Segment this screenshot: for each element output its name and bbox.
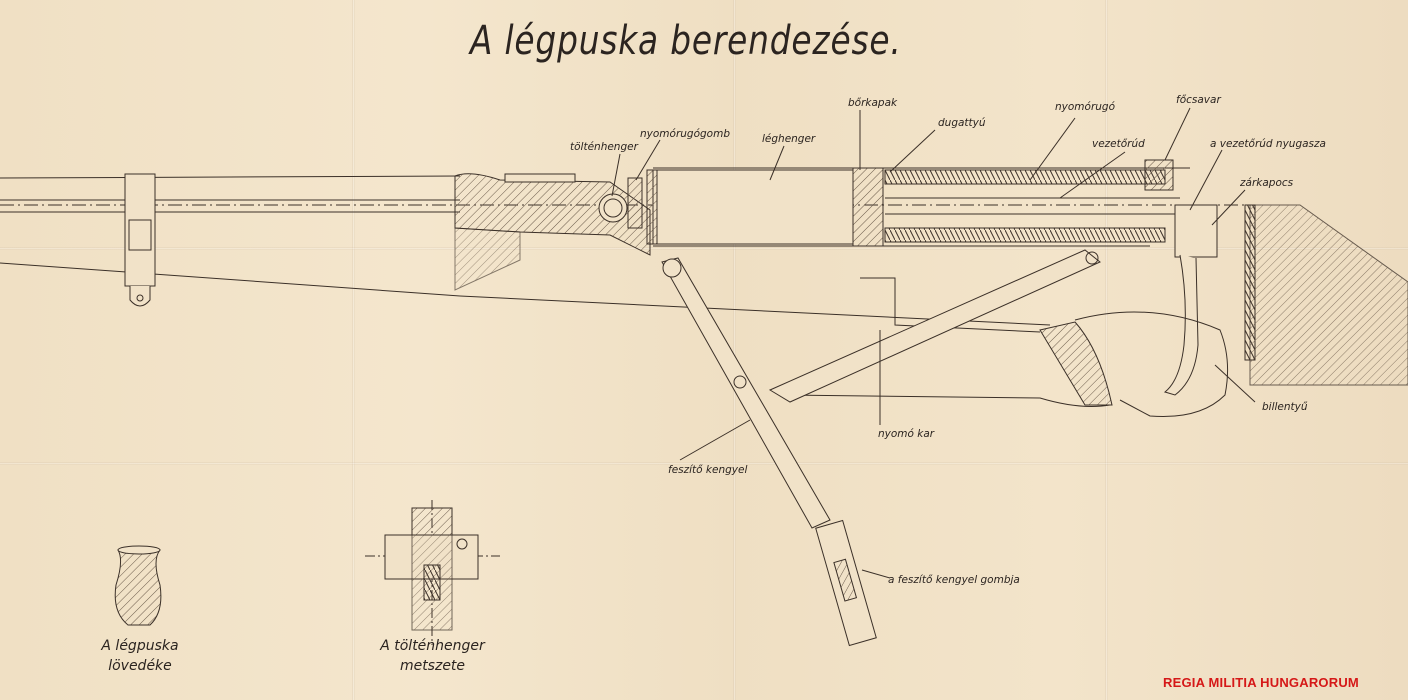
trigger (1163, 254, 1199, 396)
fold-line (0, 462, 1408, 465)
barrel-top-line (0, 175, 461, 179)
trigger-guard (1074, 311, 1229, 418)
cartridge-cylinder-bore (603, 198, 623, 218)
stock-underside (784, 394, 1111, 407)
leader-line (1214, 364, 1256, 403)
leader-line (861, 569, 891, 579)
leader-line (1189, 149, 1223, 211)
projectile-rim (117, 545, 161, 555)
fold-line (733, 0, 736, 700)
barrel-breech (454, 173, 651, 256)
label-focsavar: főcsavar (1176, 94, 1221, 106)
label-legcsohenger: léghenger (762, 133, 816, 145)
main-screw (1144, 159, 1174, 191)
stock-bottom-line (0, 262, 461, 297)
air-cylinder (652, 169, 854, 245)
leader-line (889, 129, 936, 173)
leader-line (769, 145, 785, 181)
leader-line (679, 419, 751, 461)
sling-swivel-hole (136, 294, 144, 302)
label-nyomorugogomb: nyomórugógomb (640, 128, 730, 140)
section-caption-line1: A tölténhenger (380, 638, 485, 654)
trigger-housing (1039, 321, 1113, 406)
label-feszito-kengyel-gombja: a feszítő kengyel gombja (888, 574, 1020, 586)
label-feszito-kengyel: feszítő kengyel (668, 464, 747, 476)
label-toltenyhenger: tölténhenger (570, 141, 639, 153)
butt-stock (1249, 204, 1408, 386)
watermark: REGIA MILITIA HUNGARORUM (1163, 675, 1359, 690)
fold-line (0, 247, 1408, 250)
mainspring-upper (884, 169, 1166, 185)
projectile-drawing (114, 546, 162, 626)
leader-line (611, 153, 621, 197)
label-vezetorud-nyugasza: a vezetőrúd nyugasza (1210, 138, 1326, 150)
forend-section (454, 227, 521, 291)
leader-line (635, 139, 661, 181)
fold-line (352, 0, 355, 700)
stirrup-pivot (662, 258, 682, 278)
air-cylinder-wall (646, 169, 658, 245)
rear-sight (504, 173, 576, 183)
label-vezetorud: vezetőrúd (1092, 138, 1145, 150)
sear-catch (1174, 204, 1218, 258)
diagram-title: A légpuska berendezése. (470, 18, 902, 64)
leader-line (1211, 189, 1246, 226)
stirrup-joint (733, 375, 747, 389)
pressure-lever (768, 249, 1101, 403)
label-nyomorugo: nyomórugó (1055, 101, 1116, 113)
barrel-band-slot (128, 219, 152, 251)
leader-line (1029, 117, 1076, 181)
label-billentyu: billentyű (1262, 401, 1308, 413)
projectile-caption-line2: lövedéke (108, 658, 172, 674)
piston (852, 167, 884, 247)
projectile-caption: A légpuska lövedéke (70, 636, 210, 676)
label-dugattyu: dugattyú (938, 117, 986, 129)
section-caption: A tölténhenger metszete (345, 636, 520, 676)
fold-line (1105, 0, 1108, 700)
label-zarkapocs: zárkapocs (1239, 177, 1294, 189)
sling-swivel (129, 286, 151, 307)
projectile-caption-line1: A légpuska (101, 638, 179, 654)
mainspring-lower (884, 227, 1166, 243)
section-spring (423, 564, 441, 601)
leader-line (1059, 151, 1126, 199)
label-borkapak: bőrkapak (848, 97, 898, 109)
cartridge-cylinder (598, 193, 628, 223)
label-nyomo-kar: nyomó kar (878, 428, 935, 440)
stirrup-button-core (833, 558, 858, 602)
lever-pivot (1085, 251, 1099, 265)
leader-line (1164, 107, 1191, 161)
cocking-lever-bracket (860, 277, 1041, 333)
section-pin (456, 538, 468, 550)
section-caption-line2: metszete (399, 658, 466, 674)
spring-button (627, 177, 643, 229)
